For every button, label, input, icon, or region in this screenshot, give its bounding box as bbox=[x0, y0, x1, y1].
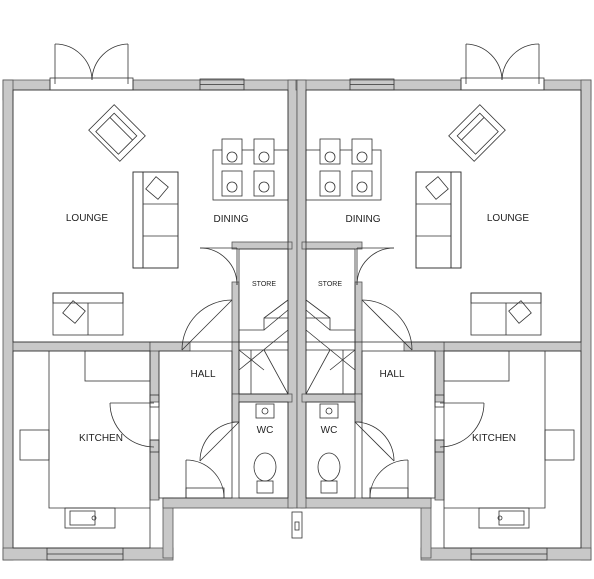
chair-icon bbox=[221, 138, 275, 197]
room-label-wc-right: WC bbox=[321, 425, 338, 436]
hall-posts bbox=[149, 394, 160, 453]
dining-table-icon-right bbox=[305, 149, 382, 201]
wall-hall-top bbox=[149, 341, 191, 352]
room-label-hall-right: HALL bbox=[379, 369, 404, 380]
door-swing-icon-hall-right bbox=[361, 299, 413, 351]
room-label-dining-left: DINING bbox=[214, 214, 249, 225]
door-swing-icon-right bbox=[356, 247, 395, 286]
room-label-wc-left: WC bbox=[257, 425, 274, 436]
wall-store-left-right bbox=[354, 281, 363, 395]
wall-wc-top bbox=[231, 393, 293, 403]
meter-box bbox=[291, 511, 303, 539]
outer-wall-bottom-right-right bbox=[300, 497, 432, 509]
room-label-dining-right: DINING bbox=[346, 214, 381, 225]
wall-store-top bbox=[231, 241, 293, 250]
kitchen-sink-icon bbox=[64, 507, 116, 529]
wall-lounge-kitchen-right bbox=[440, 341, 582, 352]
french-doors-icon bbox=[49, 43, 134, 91]
kitchen-worktop-right bbox=[443, 350, 575, 509]
door-swing-icon-wc-right bbox=[354, 421, 395, 462]
wall-kitchen-hall-low bbox=[149, 439, 160, 501]
outer-wall-bottom-right bbox=[162, 497, 294, 509]
staircase-icon bbox=[238, 299, 289, 395]
unit-right-mirror bbox=[295, 43, 592, 561]
door-swing-icon-front-right bbox=[369, 459, 409, 499]
wall-lounge-kitchen bbox=[12, 341, 154, 352]
window-icon bbox=[199, 78, 245, 91]
door-swing-icon-wc bbox=[199, 421, 240, 462]
room-label-kitchen-right: KITCHEN bbox=[472, 433, 516, 444]
door-swing-icon-kitchen-right bbox=[439, 402, 485, 448]
window-icon-kitchen-right bbox=[470, 547, 548, 561]
sofa-icon bbox=[132, 171, 179, 269]
armchair-icon bbox=[88, 104, 146, 162]
kitchen-sink-icon-right bbox=[478, 507, 530, 529]
sofa-icon-small bbox=[52, 292, 124, 336]
wall-hall-top-right bbox=[403, 341, 445, 352]
outer-wall-left-right bbox=[580, 79, 592, 561]
hall-posts-right bbox=[434, 394, 445, 453]
sofa-icon-small-right bbox=[470, 292, 542, 336]
chair-icon-right bbox=[319, 138, 373, 197]
party-wall-right bbox=[296, 79, 307, 509]
staircase-icon-right bbox=[305, 299, 356, 395]
dining-table-icon bbox=[212, 149, 289, 201]
toilet-icon-right bbox=[317, 452, 341, 494]
french-doors-icon-right bbox=[460, 43, 545, 91]
outer-wall-left bbox=[2, 79, 14, 561]
room-label-lounge-left: LOUNGE bbox=[66, 213, 109, 224]
door-swing-icon-hall bbox=[181, 299, 233, 351]
room-label-store-left: STORE bbox=[252, 281, 276, 288]
wall-kitchen-hall-low-right bbox=[434, 439, 445, 501]
kitchen-worktop bbox=[19, 350, 151, 509]
door-swing-icon-front bbox=[185, 459, 225, 499]
window-icon-kitchen bbox=[46, 547, 124, 561]
unit-left bbox=[2, 43, 299, 561]
party-wall bbox=[287, 79, 298, 509]
wall-wc-top-right bbox=[301, 393, 363, 403]
door-swing-icon-kitchen bbox=[109, 402, 155, 448]
room-label-lounge-right: LOUNGE bbox=[487, 213, 530, 224]
wall-store-top-right bbox=[301, 241, 363, 250]
room-label-kitchen-left: KITCHEN bbox=[79, 433, 123, 444]
wall-wc-left bbox=[231, 393, 240, 423]
toilet-icon bbox=[253, 452, 277, 494]
sofa-icon-right bbox=[415, 171, 462, 269]
room-label-hall-left: HALL bbox=[190, 369, 215, 380]
outer-wall-top-mid bbox=[132, 79, 299, 91]
outer-wall-top-mid-right bbox=[295, 79, 462, 91]
wall-store-left bbox=[231, 281, 240, 395]
unit-right bbox=[295, 43, 592, 561]
sink-icon bbox=[255, 403, 275, 419]
door-swing-icon bbox=[199, 247, 238, 286]
armchair-icon-right bbox=[448, 104, 506, 162]
wall-wc-left-right bbox=[354, 393, 363, 423]
room-label-store-right: STORE bbox=[318, 281, 342, 288]
window-icon-right bbox=[349, 78, 395, 91]
sink-icon-right bbox=[319, 403, 339, 419]
